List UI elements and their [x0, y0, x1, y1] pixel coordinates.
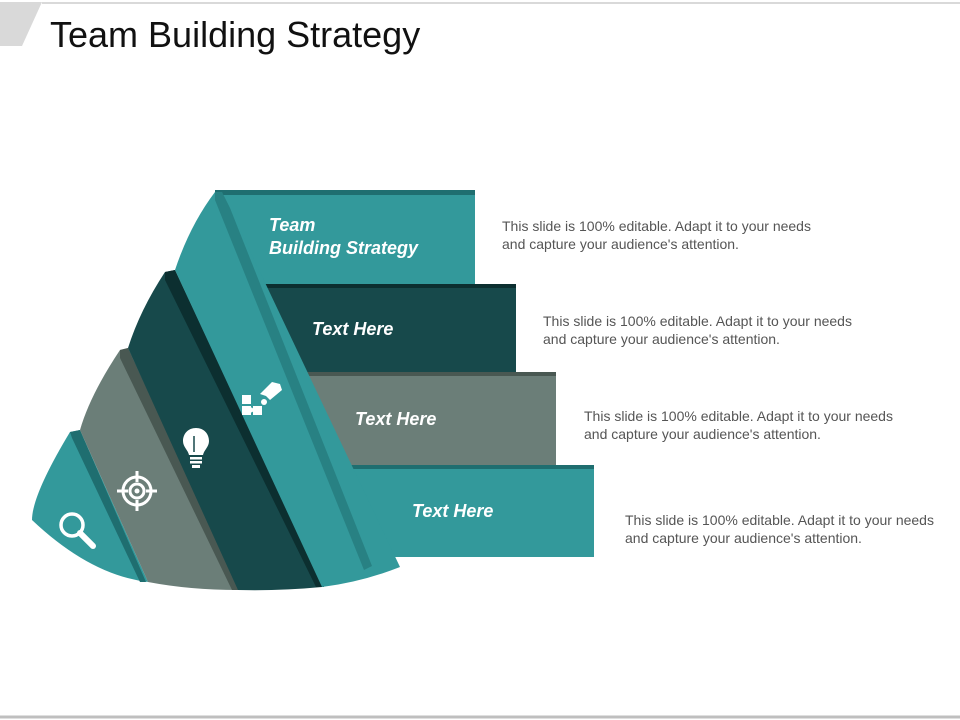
lightbulb-icon — [183, 428, 209, 468]
band-4 — [32, 430, 148, 582]
slide-title: Team Building Strategy — [50, 14, 421, 55]
step-1-label-line2: Building Strategy — [269, 238, 419, 258]
step-1-label-line1: Team — [269, 215, 315, 235]
step-1-description: This slide is 100% editable. Adapt it to… — [502, 218, 811, 252]
step-bar-3 — [300, 372, 556, 465]
step-2-label: Text Here — [312, 319, 393, 339]
band-4-edge — [70, 430, 146, 582]
step-bar-1 — [215, 190, 475, 284]
band-3 — [80, 348, 238, 590]
step-3-description: This slide is 100% editable. Adapt it to… — [584, 408, 893, 442]
band-3-edge — [120, 348, 240, 590]
step-4-description: This slide is 100% editable. Adapt it to… — [625, 512, 934, 546]
band-2 — [128, 270, 322, 591]
step-3-label: Text Here — [355, 409, 436, 429]
band-1 — [175, 192, 400, 587]
corner-accent — [0, 2, 42, 46]
target-icon — [117, 471, 157, 511]
band-2-edge — [165, 270, 324, 587]
band-1-edge — [215, 192, 372, 570]
magnifier-icon — [59, 512, 96, 549]
puzzle-hand-icon — [242, 382, 282, 415]
step-2-description: This slide is 100% editable. Adapt it to… — [543, 313, 852, 347]
step-4-label: Text Here — [412, 501, 493, 521]
